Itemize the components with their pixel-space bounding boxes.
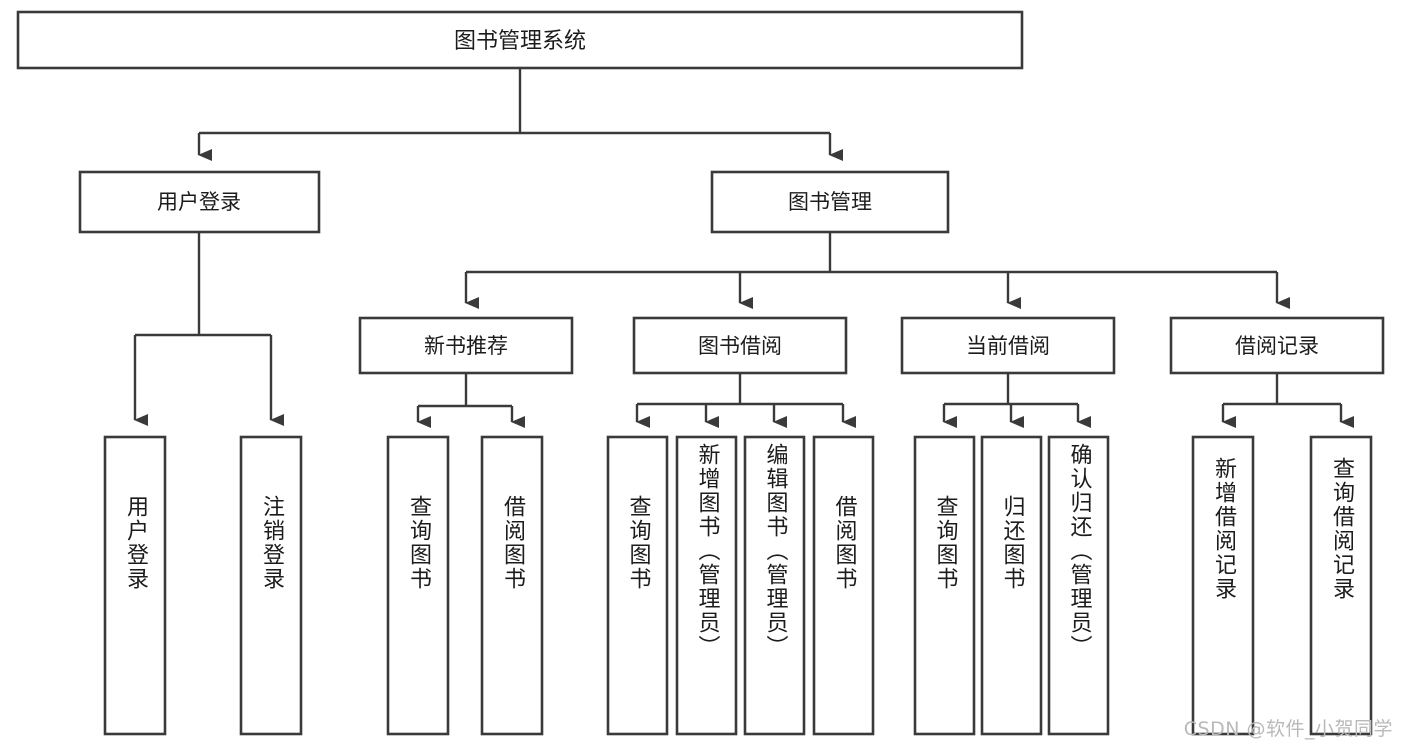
leaf-box-edit-book[interactable] xyxy=(743,435,806,736)
node-root-box[interactable] xyxy=(16,10,1024,70)
leaf-layer xyxy=(103,435,1373,736)
node-book-borrow-box[interactable] xyxy=(632,316,848,375)
leaf-box-query-record[interactable] xyxy=(1309,435,1373,736)
leaf-box-user-login[interactable] xyxy=(103,435,167,736)
node-current-borrow[interactable]: 当前借阅 xyxy=(900,316,1116,375)
node-user-login[interactable]: 用户登录 xyxy=(78,170,321,234)
node-user-login-box[interactable] xyxy=(78,170,321,234)
leaf-box-add-book[interactable] xyxy=(675,435,738,736)
leaf-box-confirm-return[interactable] xyxy=(1047,435,1110,736)
node-new-book-recommend[interactable]: 新书推荐 xyxy=(358,316,574,375)
node-borrow-record-box[interactable] xyxy=(1169,316,1385,375)
node-new-book-recommend-label: 新书推荐 xyxy=(424,334,508,358)
node-user-login-label: 用户登录 xyxy=(157,190,241,214)
node-borrow-record[interactable]: 借阅记录 xyxy=(1169,316,1385,375)
leaf-box-borrow-book-2[interactable] xyxy=(812,435,875,736)
leaf-box-return-book[interactable] xyxy=(980,435,1043,736)
leaf-box-query-book-1[interactable] xyxy=(386,435,450,736)
leaf-box-add-record[interactable] xyxy=(1191,435,1255,736)
leaf-box-logout[interactable] xyxy=(239,435,303,736)
node-book-borrow-label: 图书借阅 xyxy=(698,334,782,358)
leaf-box-borrow-book-1[interactable] xyxy=(480,435,544,736)
node-current-borrow-box[interactable] xyxy=(900,316,1116,375)
node-book-manage-label: 图书管理 xyxy=(788,190,872,214)
watermark-text: CSDN @软件_小贺同学 xyxy=(1183,718,1393,740)
node-root[interactable]: 图书管理系统 xyxy=(16,10,1024,70)
node-new-book-recommend-box[interactable] xyxy=(358,316,574,375)
leaf-box-query-book-3[interactable] xyxy=(913,435,976,736)
node-book-manage-box[interactable] xyxy=(710,170,950,234)
node-borrow-record-label: 借阅记录 xyxy=(1235,334,1319,358)
node-root-label: 图书管理系统 xyxy=(454,29,586,54)
node-book-manage[interactable]: 图书管理 xyxy=(710,170,950,234)
leaf-box-query-book-2[interactable] xyxy=(606,435,669,736)
connector-layer xyxy=(133,68,1354,428)
node-current-borrow-label: 当前借阅 xyxy=(966,334,1050,358)
node-book-borrow[interactable]: 图书借阅 xyxy=(632,316,848,375)
